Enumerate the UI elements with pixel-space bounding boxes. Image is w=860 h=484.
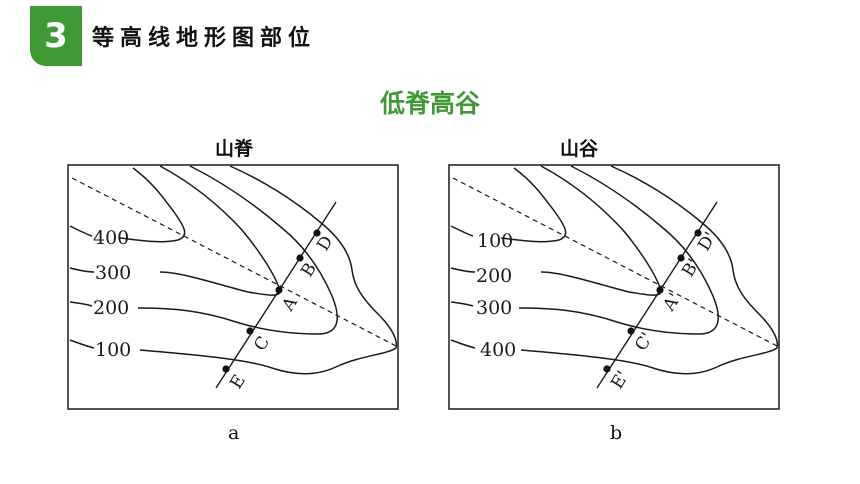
panel-b-caption: b xyxy=(610,422,623,444)
ridge-line xyxy=(71,177,397,347)
contour-line xyxy=(137,165,338,335)
contour-line xyxy=(450,267,476,273)
point-label: E' xyxy=(607,368,633,393)
contour-line xyxy=(69,267,95,273)
profile-point-dot xyxy=(222,365,230,373)
contour-line xyxy=(69,225,93,237)
profile-point-dot xyxy=(603,365,611,373)
point-label: E xyxy=(226,372,250,393)
panel-b-title: 山谷 xyxy=(560,138,599,160)
contour-line xyxy=(540,165,662,296)
contour-line xyxy=(139,165,398,375)
valley-map: 100 200 300 400 D' B' A' C' E' xyxy=(448,164,780,410)
elevation-label: 300 xyxy=(95,262,131,284)
contour-line xyxy=(69,339,95,349)
panel-a-caption: a xyxy=(228,422,240,444)
contour-line xyxy=(450,339,476,349)
section-number: 3 xyxy=(44,16,68,56)
profile-point-dot xyxy=(246,327,254,335)
contour-line xyxy=(69,301,93,307)
ridge-map-frame xyxy=(67,164,399,410)
valley-map-frame xyxy=(448,164,780,410)
profile-point-dot xyxy=(275,286,283,294)
contour-line xyxy=(520,165,779,375)
section-title: 等高线地形图部位 xyxy=(92,26,317,51)
page-subtitle: 低脊高谷 xyxy=(379,89,480,118)
contour-line xyxy=(159,165,281,296)
profile-point-dot xyxy=(656,286,664,294)
contour-line xyxy=(518,165,719,335)
point-label: A xyxy=(278,293,302,315)
point-label: C' xyxy=(631,329,657,355)
elevation-label: 300 xyxy=(476,297,512,319)
profile-point-dot xyxy=(694,229,702,237)
elevation-label: 400 xyxy=(480,339,516,361)
profile-point-dot xyxy=(296,254,304,262)
panel-a-title: 山脊 xyxy=(215,138,254,160)
elevation-label: 400 xyxy=(93,227,129,249)
ridge-map: 400 300 200 100 D B A C E xyxy=(67,164,399,410)
profile-point-dot xyxy=(627,327,635,335)
contour-line xyxy=(500,167,567,243)
elevation-label: 100 xyxy=(477,230,513,252)
elevation-label: 100 xyxy=(95,339,131,361)
contour-line xyxy=(119,167,186,243)
contour-line xyxy=(450,301,474,307)
point-label: C xyxy=(250,333,274,355)
section-number-badge: 3 xyxy=(30,6,82,66)
contour-line xyxy=(450,225,474,237)
point-label: A' xyxy=(659,290,685,316)
elevation-label: 200 xyxy=(93,297,129,319)
valley-line xyxy=(452,177,778,347)
profile-point-dot xyxy=(313,229,321,237)
profile-point-dot xyxy=(677,254,685,262)
point-label: B xyxy=(297,259,321,280)
elevation-label: 200 xyxy=(476,265,512,287)
